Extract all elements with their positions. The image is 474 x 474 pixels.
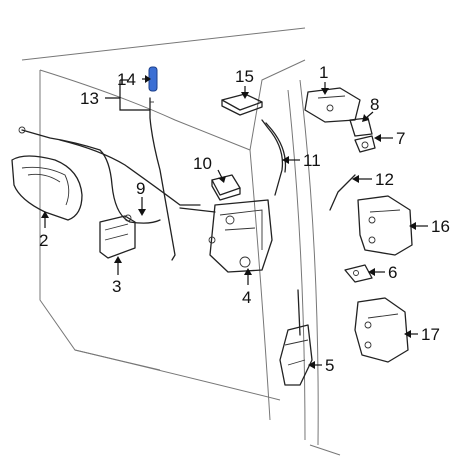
callout-2: 2 (39, 231, 48, 250)
lower-hinge (354, 297, 409, 363)
callout-7: 7 (396, 129, 405, 148)
callout-1: 1 (319, 63, 328, 82)
callout-15: 15 (235, 67, 254, 86)
inside-door-handle (11, 155, 83, 221)
rod-clip (221, 93, 263, 116)
callout-6: 6 (388, 263, 397, 282)
callout-17: 17 (421, 325, 440, 344)
callout-5: 5 (325, 356, 334, 375)
callout-4: 4 (242, 288, 251, 307)
door-check-bracket (304, 87, 361, 123)
upper-hinge (357, 195, 413, 256)
callout-16: 16 (431, 217, 450, 236)
callout-8: 8 (370, 95, 379, 114)
door-striker (344, 264, 373, 283)
lock-rod (149, 97, 176, 261)
latch-bracket (211, 174, 241, 201)
callout-labels: 1 2 3 4 5 6 7 8 9 10 11 12 13 14 15 16 1… (39, 63, 450, 375)
handle-cables (18, 126, 201, 224)
lock-cylinder-rod (329, 174, 356, 211)
door-latch-assembly (179, 199, 273, 273)
outside-rod (261, 119, 287, 196)
lock-actuator (279, 289, 313, 386)
callout-14: 14 (117, 70, 136, 89)
door-outline (21, 27, 341, 456)
callout-13: 13 (80, 89, 99, 108)
callout-10: 10 (193, 154, 212, 173)
callout-12: 12 (375, 170, 394, 189)
handle-bracket (99, 215, 136, 259)
callout-3: 3 (112, 277, 121, 296)
callout-9: 9 (136, 179, 145, 198)
leader-lines (41, 75, 428, 369)
lock-cylinder (354, 135, 376, 153)
callout-11: 11 (303, 151, 321, 170)
lock-cylinder-retainer (349, 117, 373, 137)
